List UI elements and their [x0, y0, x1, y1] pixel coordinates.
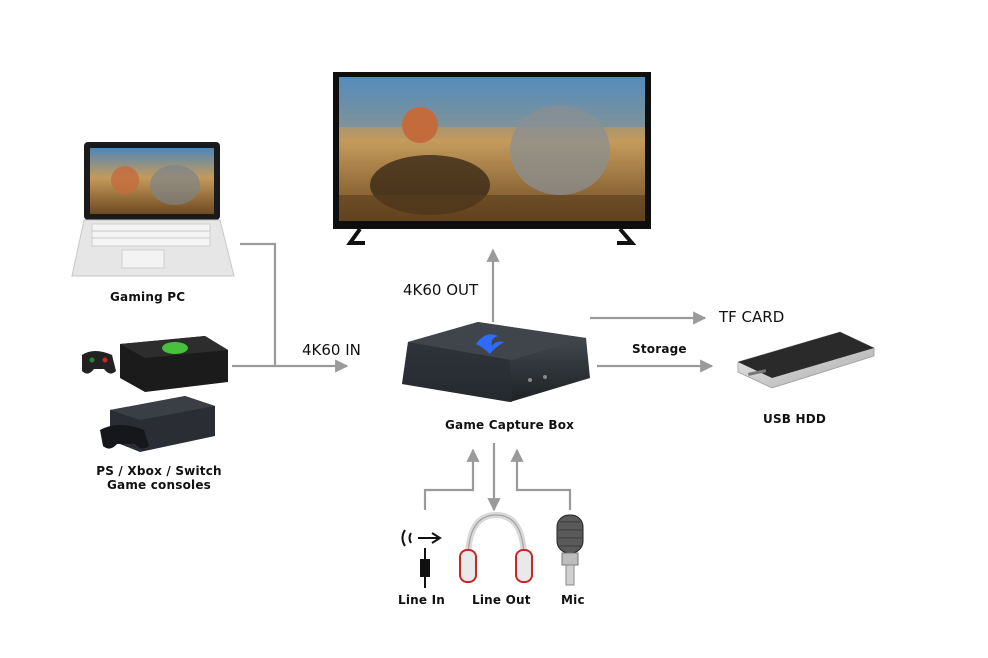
pc-connector — [240, 242, 277, 366]
microphone-icon — [556, 514, 584, 586]
headphones-icon — [459, 511, 533, 583]
consoles-label-line1: PS / Xbox / Switch — [96, 464, 222, 478]
laptop-icon — [71, 142, 235, 277]
consoles-label: PS / Xbox / Switch Game consoles — [82, 464, 236, 492]
mic-label: Mic — [561, 593, 585, 607]
usb-hdd-label: USB HDD — [763, 412, 827, 426]
usb-hdd-icon — [737, 331, 875, 389]
gaming-pc-label: Gaming PC — [110, 290, 186, 304]
tv-icon — [333, 72, 651, 245]
input-4k60-label: 4K60 IN — [302, 341, 361, 359]
capture-box-icon — [402, 322, 590, 402]
capture-box-label: Game Capture Box — [445, 418, 575, 432]
consoles-label-line2: Game consoles — [106, 478, 212, 492]
playstation-console-icon — [100, 396, 215, 452]
line-in-jack-icon — [401, 529, 442, 588]
xbox-console-icon — [82, 336, 228, 392]
connectors — [232, 242, 714, 512]
storage-label: Storage — [632, 342, 687, 356]
line-in-arrow — [423, 448, 480, 510]
output-4k60-label: 4K60 OUT — [403, 281, 479, 299]
tf-card-label: TF CARD — [719, 308, 785, 326]
mic-arrow — [510, 448, 572, 510]
line-out-label: Line Out — [472, 593, 531, 607]
line-in-label: Line In — [398, 593, 446, 607]
